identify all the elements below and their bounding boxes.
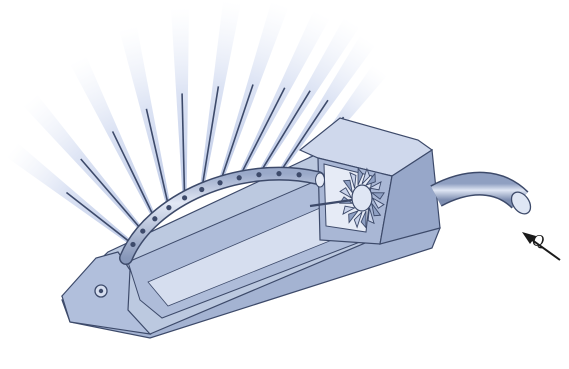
- nozzle: [166, 205, 171, 210]
- nozzle: [237, 175, 242, 180]
- water-jet-core: [202, 86, 219, 189]
- spray-pipe-open-end: [316, 173, 325, 187]
- nozzle: [152, 216, 157, 221]
- nozzle: [256, 172, 261, 177]
- nozzle: [140, 228, 145, 233]
- nozzle: [217, 180, 222, 185]
- water-jet: [193, 1, 241, 191]
- supply-hose: [436, 184, 534, 218]
- nozzle: [130, 242, 135, 247]
- flow-rate-label: Q: [532, 232, 544, 250]
- water-jet-core: [66, 193, 133, 245]
- nozzle: [199, 187, 204, 192]
- water-jet: [119, 26, 177, 210]
- nozzle: [276, 171, 281, 176]
- water-jet: [171, 8, 194, 198]
- nozzle: [182, 195, 187, 200]
- nozzle: [296, 172, 301, 177]
- water-jet-core: [220, 84, 253, 182]
- water-jet-core: [146, 109, 168, 208]
- pivot-bolt-center: [99, 289, 103, 293]
- water-jet: [6, 143, 138, 252]
- turbine-hub: [352, 185, 372, 211]
- hose-body-fill: [436, 184, 520, 200]
